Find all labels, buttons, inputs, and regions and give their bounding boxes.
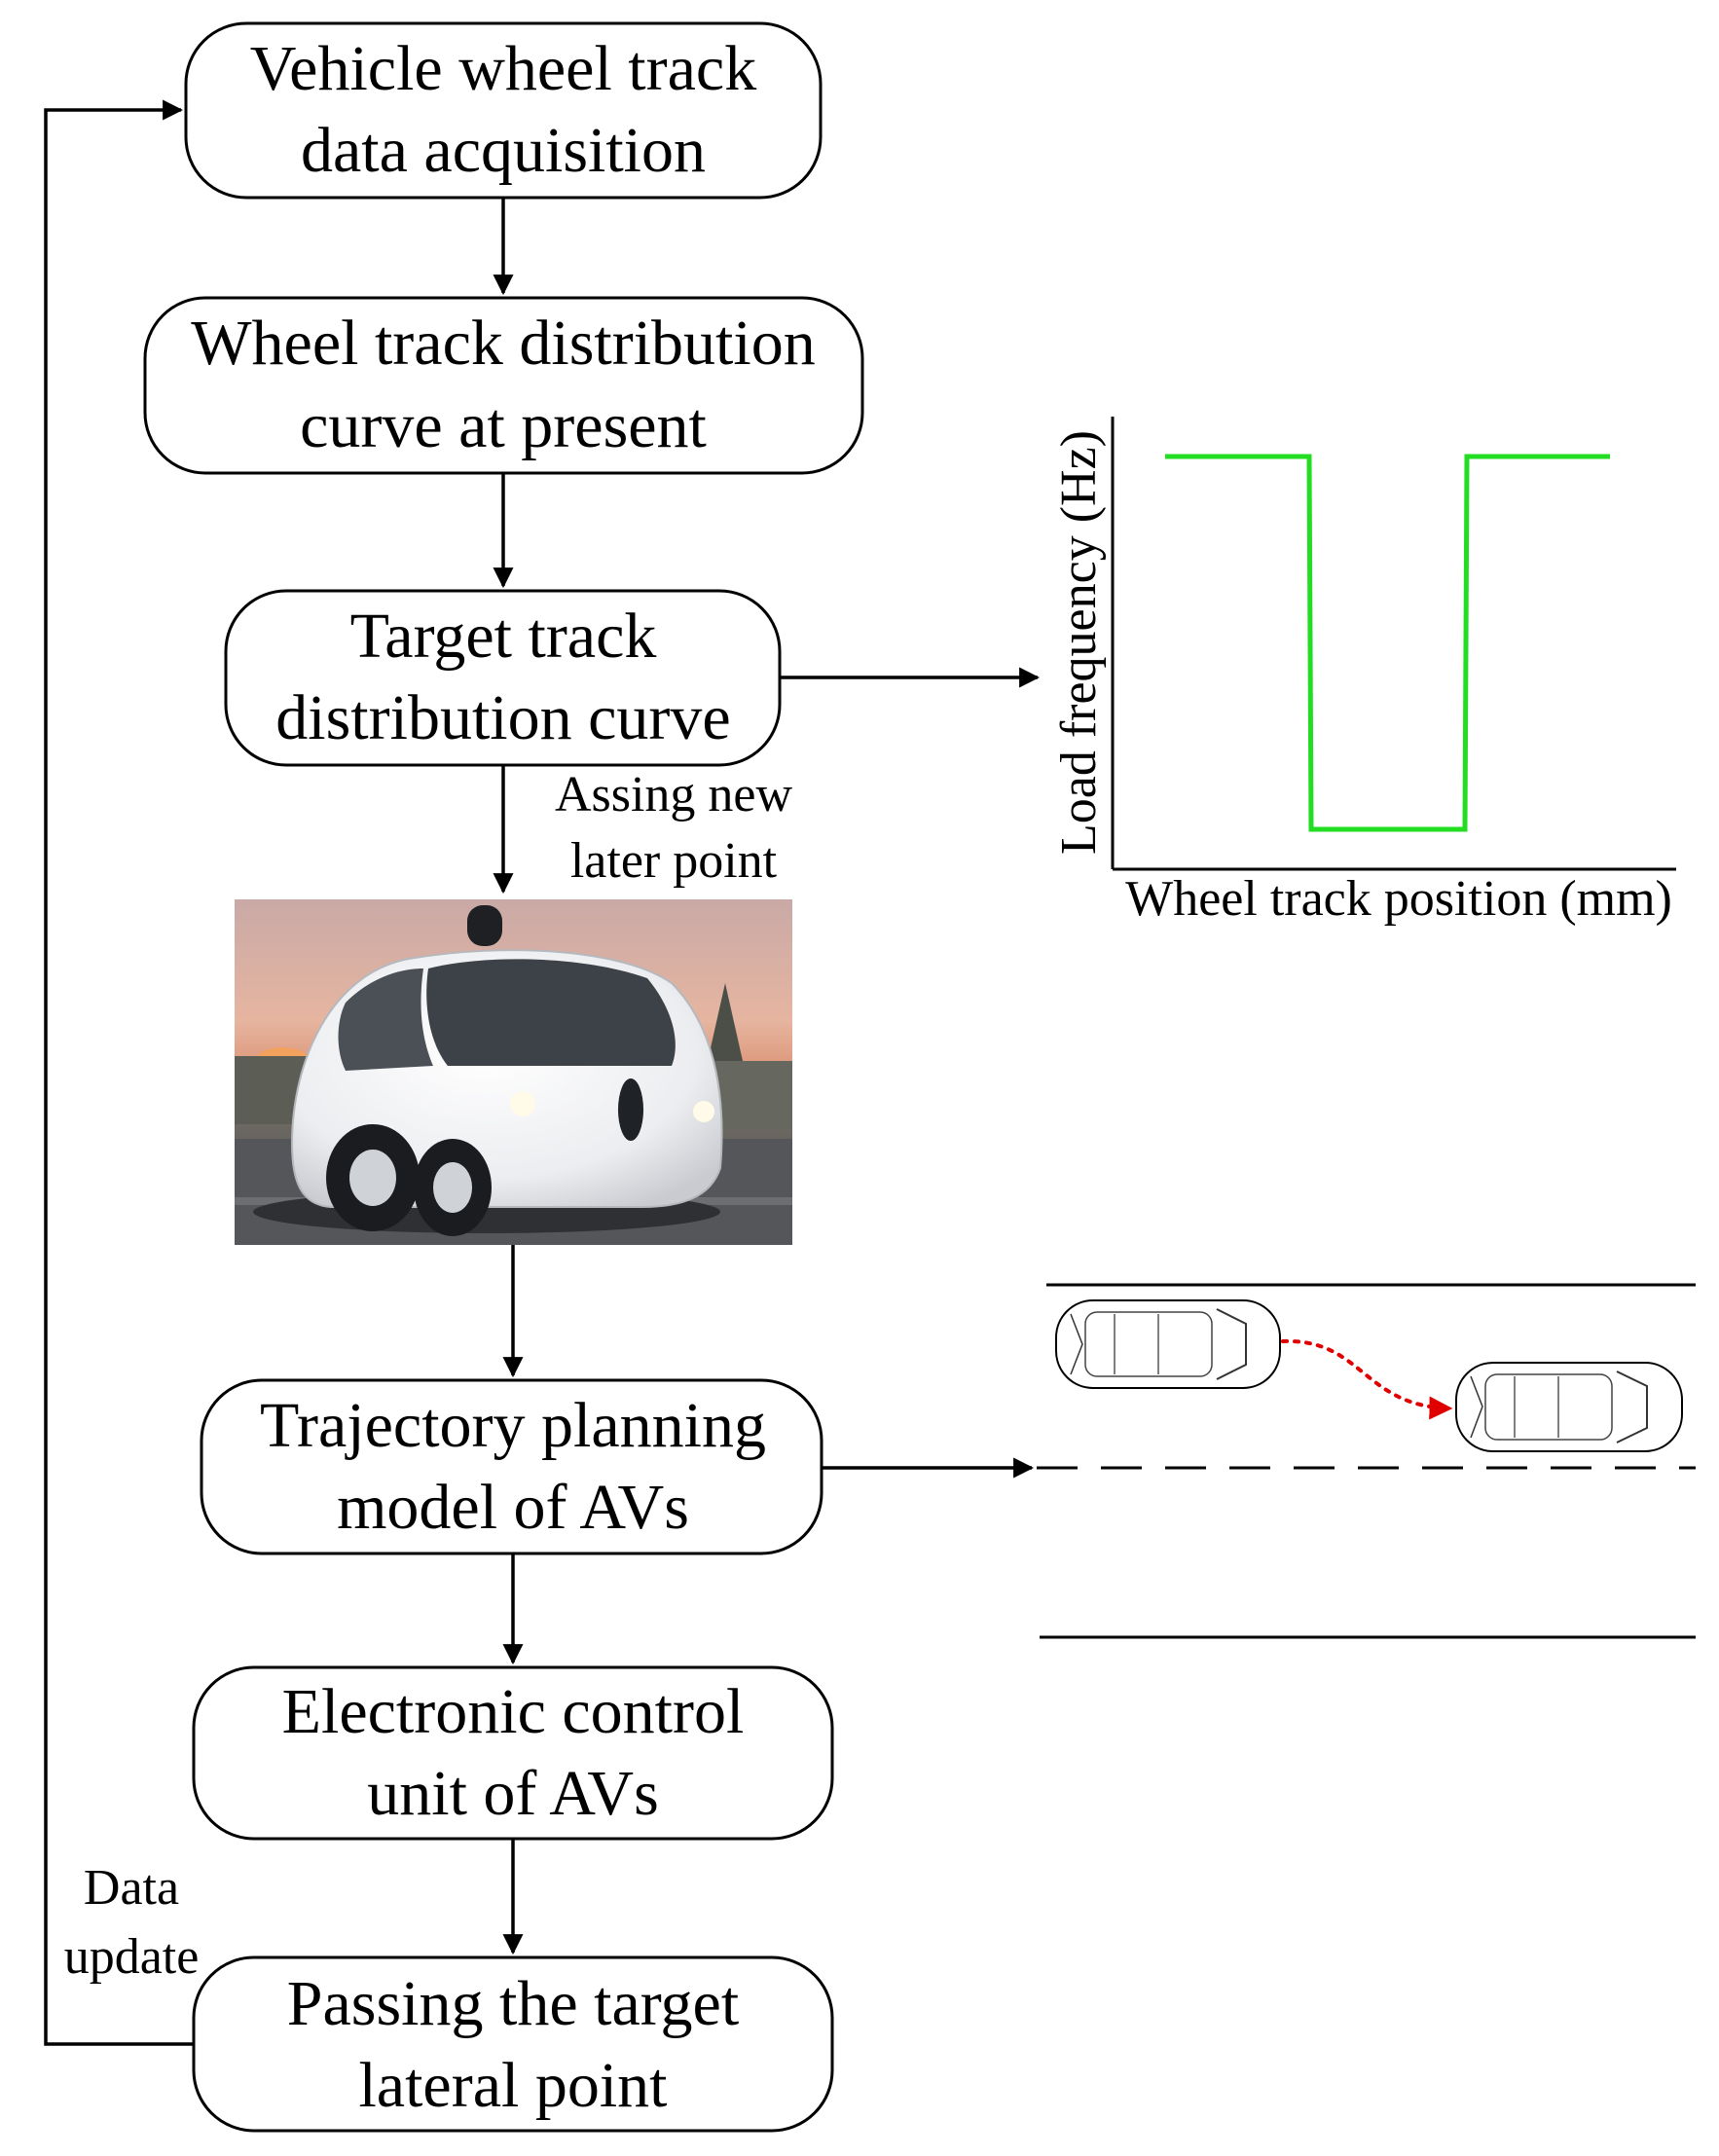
data-update-label: update: [64, 1929, 200, 1985]
step-label: Target track: [350, 601, 657, 672]
step-label: data acquisition: [301, 115, 706, 186]
step-label: Electronic control: [282, 1676, 745, 1747]
step-box-passing-target: Passing the target lateral point: [192, 1955, 834, 2133]
load-frequency-plot: Load frequency (Hz) Wheel track position…: [1051, 417, 1676, 927]
step-box-data-acquisition: Vehicle wheel track data acquisition: [184, 21, 823, 200]
lane-change-trajectory: [1281, 1338, 1453, 1420]
car-top-view-icon: [1455, 1362, 1683, 1452]
assign-point-label: Assing new: [555, 767, 793, 822]
autonomous-car-photo: [235, 899, 792, 1245]
step-label: unit of AVs: [367, 1758, 659, 1829]
step-box-present-distribution: Wheel track distribution curve at presen…: [143, 296, 864, 475]
plot-y-axis-label: Load frequency (Hz): [1051, 430, 1107, 855]
assign-point-label: later point: [570, 833, 778, 889]
step-label: Passing the target: [287, 1968, 739, 2039]
step-label: Vehicle wheel track: [250, 33, 756, 104]
step-box-electronic-control: Electronic control unit of AVs: [192, 1665, 834, 1841]
feedback-loop-arrow: [44, 99, 194, 2046]
plot-x-axis-label: Wheel track position (mm): [1125, 871, 1672, 927]
car-top-view-icon: [1055, 1299, 1281, 1389]
load-frequency-line: [1165, 454, 1610, 832]
step-label: Trajectory planning: [260, 1390, 766, 1461]
step-label: model of AVs: [337, 1472, 689, 1543]
step-box-target-distribution: Target track distribution curve: [224, 589, 782, 767]
lane-change-illustration: [1037, 1283, 1696, 1639]
step-label: curve at present: [300, 390, 707, 461]
step-box-trajectory-planning: Trajectory planning model of AVs: [200, 1378, 823, 1555]
step-label: distribution curve: [275, 682, 730, 753]
step-label: lateral point: [358, 2050, 667, 2121]
data-update-label: Data: [84, 1860, 179, 1916]
step-label: Wheel track distribution: [191, 308, 815, 379]
